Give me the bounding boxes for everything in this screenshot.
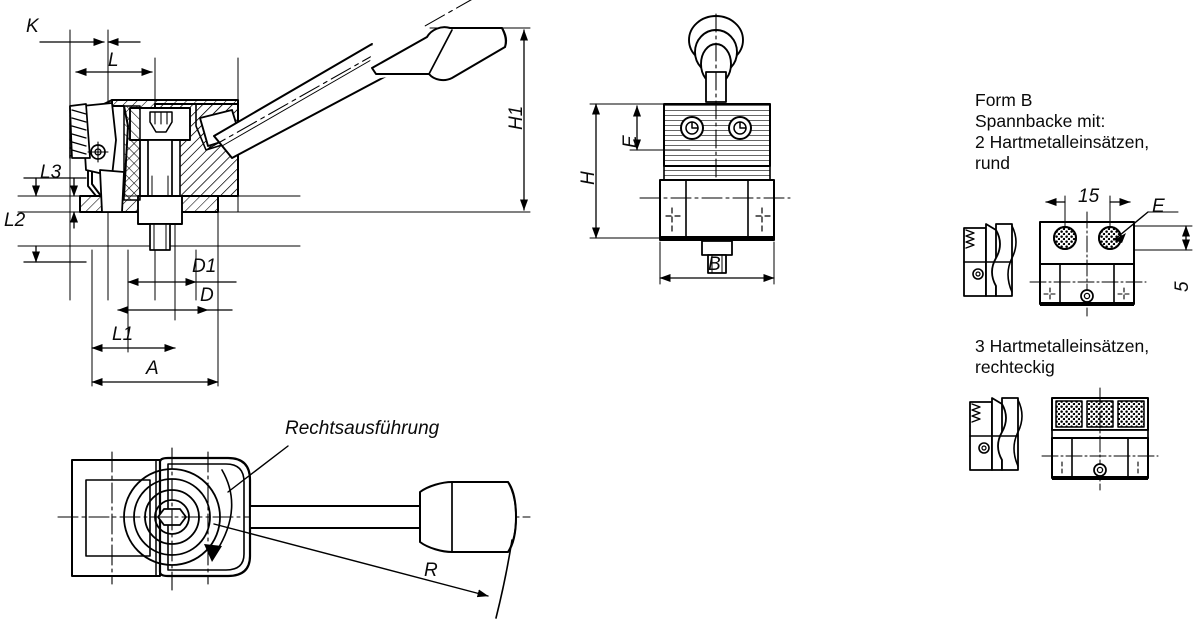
dimension-B <box>659 241 775 285</box>
note-form-b-line1: Form B <box>975 90 1033 110</box>
dimension-label-R: R <box>424 560 438 581</box>
dimension-E-front <box>629 105 691 151</box>
callout-rechtsausfuehrung: Rechtsausführung <box>285 418 440 439</box>
note-form-b-line2: Spannbacke mit: <box>975 111 1106 131</box>
dimension-5 <box>1133 225 1193 251</box>
note-rect-line1: 3 Hartmetalleinsätzen, <box>975 336 1150 356</box>
dimension-label-L3: L3 <box>40 162 62 183</box>
dimension-label-5: 5 <box>1172 281 1193 292</box>
dimension-label-D: D <box>200 285 214 306</box>
dimension-label-B: B <box>708 254 721 275</box>
main-side-section-view <box>17 0 531 387</box>
bottom-plan-view <box>57 445 531 619</box>
dimension-R <box>213 523 513 619</box>
dimension-L2 <box>23 211 87 263</box>
dimension-label-E: E <box>620 135 641 148</box>
dimension-label-L: L <box>108 50 119 71</box>
dimension-label-L1: L1 <box>112 324 134 345</box>
clamping-lever <box>195 0 508 159</box>
dimension-label-L2: L2 <box>4 210 26 231</box>
detail-round-carbide-inserts <box>963 195 1193 317</box>
dimension-L3 <box>23 177 87 197</box>
dimension-15 <box>1045 195 1131 229</box>
dimension-H <box>589 103 665 239</box>
leader-E-detail <box>1113 211 1179 243</box>
note-form-b-line4: rund <box>975 153 1011 173</box>
dimension-label-A: A <box>146 358 159 379</box>
dimension-label-D1: D1 <box>192 256 217 277</box>
front-view <box>589 13 791 285</box>
dimension-label-15: 15 <box>1078 186 1100 207</box>
dimension-label-H1: H1 <box>506 105 527 130</box>
dimension-label-H: H <box>578 171 599 185</box>
note-rect-line2: rechteckig <box>975 357 1055 377</box>
detail-rect-carbide-inserts <box>969 387 1159 491</box>
dimension-label-K: K <box>26 16 39 37</box>
clamping-jaw-serrated <box>69 99 129 213</box>
dimension-label-E-detail: E <box>1152 196 1165 217</box>
note-form-b-line3: 2 Hartmetalleinsätzen, <box>975 132 1150 152</box>
leader-rechtsausfuehrung <box>227 445 289 493</box>
